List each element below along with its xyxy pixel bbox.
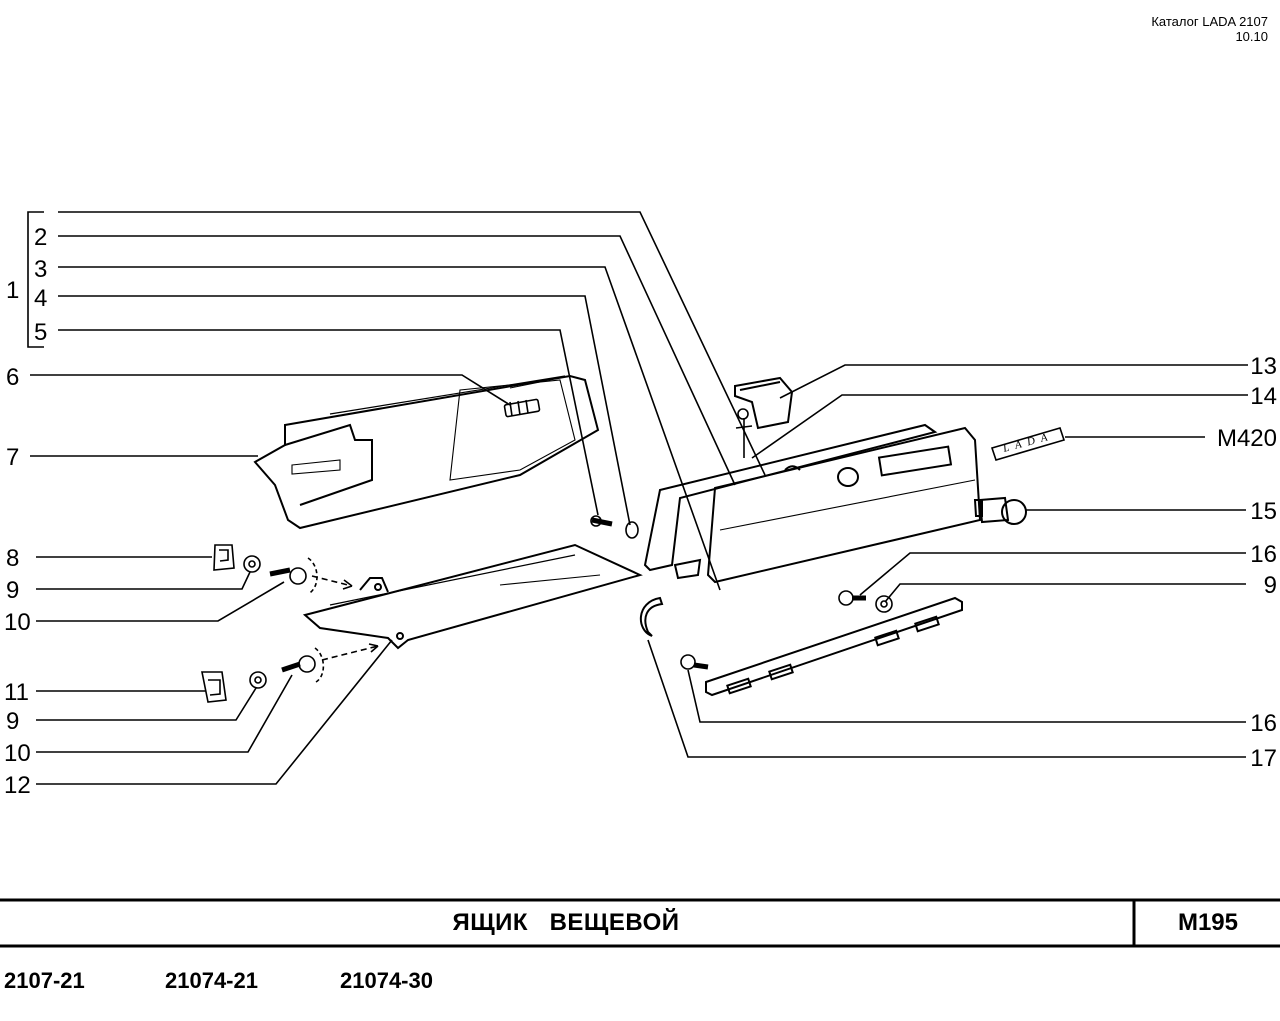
clip-8	[213, 544, 235, 571]
leader-13	[779, 364, 1248, 399]
label-4: 4	[34, 285, 47, 312]
label-7: 7	[6, 444, 19, 471]
leader-14	[751, 394, 1248, 459]
label-9-bottom: 9	[6, 708, 19, 735]
lock-15	[973, 496, 1027, 525]
glovebox-tray	[253, 374, 600, 530]
arrow-10b	[321, 645, 379, 661]
model-code: 21074-30	[340, 968, 433, 993]
screw-10b	[281, 647, 325, 683]
catalog-header: Каталог LADA 2107 10.10	[1151, 14, 1268, 44]
hinge-plate	[302, 543, 643, 650]
emblem-plate	[990, 427, 1066, 461]
label-9-top: 9	[6, 577, 19, 604]
washer-4	[625, 521, 639, 539]
label-2: 2	[34, 224, 47, 251]
leader-12	[36, 639, 393, 785]
leader-10a	[36, 581, 285, 622]
screw-16a	[838, 590, 866, 606]
leader-9c	[884, 583, 1246, 603]
label-11: 11	[4, 679, 29, 706]
washer-9b	[249, 671, 267, 689]
section-code: M195	[1177, 909, 1239, 936]
label-1: 1	[6, 277, 19, 304]
label-17: 17	[1250, 745, 1277, 772]
label-12: 12	[4, 772, 31, 799]
catalog-version: 10.10	[1235, 29, 1268, 44]
leader-4	[58, 295, 631, 526]
label-16-bottom: 16	[1250, 710, 1277, 737]
leader-2	[58, 211, 766, 476]
label-6: 6	[6, 364, 19, 391]
label-10-bottom: 10	[4, 740, 31, 767]
label-16-top: 16	[1250, 541, 1277, 568]
leader-9a	[36, 571, 251, 590]
screw-5	[590, 515, 613, 527]
leader-17	[647, 639, 1246, 758]
clip-11	[201, 671, 227, 703]
model-code: 2107-21	[4, 968, 85, 993]
label-9-right: 9	[1264, 572, 1277, 599]
label-10-top: 10	[4, 609, 31, 636]
group-bracket	[27, 211, 44, 348]
leader-5	[58, 329, 599, 516]
screw-10a	[269, 557, 318, 595]
label-3: 3	[34, 256, 47, 283]
model-code: 21074-21	[165, 968, 258, 993]
label-15: 15	[1250, 498, 1277, 525]
arrow-10a	[311, 575, 353, 587]
leader-16b	[687, 669, 1246, 723]
leader-16a	[859, 552, 1246, 596]
leader-6	[30, 374, 511, 406]
label-m420: M420	[1217, 425, 1277, 452]
leader-2b	[58, 235, 736, 486]
clip-17	[639, 596, 664, 637]
label-14: 14	[1250, 383, 1277, 410]
bracket-13	[734, 376, 794, 430]
catalog-title: Каталог LADA 2107	[1151, 14, 1268, 29]
rivet-14	[735, 408, 753, 458]
leader-9b	[36, 687, 257, 721]
label-13: 13	[1250, 353, 1277, 380]
leader-3	[58, 266, 721, 591]
glovebox-lid	[643, 423, 982, 584]
leader-10b	[36, 674, 293, 753]
washer-9c	[875, 595, 893, 613]
section-title: ЯЩИК ВЕЩЕВОЙ	[452, 909, 680, 936]
screw-6	[503, 398, 541, 418]
striker-strip	[705, 596, 963, 697]
label-5: 5	[34, 319, 47, 346]
screw-16b	[680, 654, 709, 670]
washer-9a	[243, 555, 261, 573]
label-8: 8	[6, 545, 19, 572]
